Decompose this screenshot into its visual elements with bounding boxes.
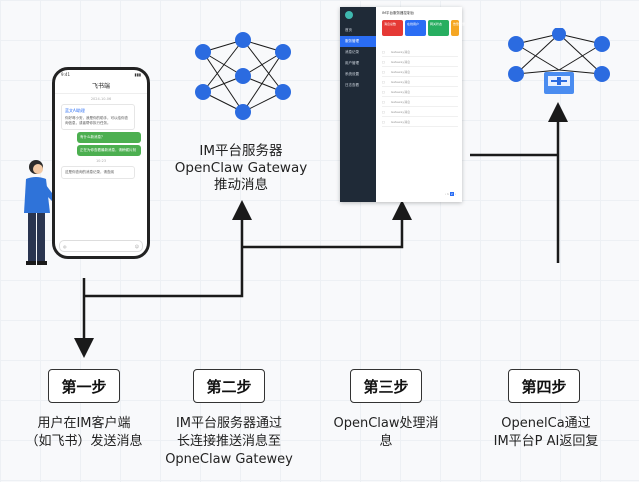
step-3-desc: OpenClaw处理消息: [333, 416, 439, 449]
phone-status-bar: 9:41 ▮▮▮: [55, 70, 147, 79]
stat-card[interactable]: 在线用户: [405, 20, 426, 36]
bot-name: 蓝文AI助理: [65, 108, 85, 113]
step-4-box: 第四步: [508, 369, 580, 403]
bot-message-text: 你好呀小安，我是你的助手，可以给你查询信息，或者帮你执行任务。: [65, 116, 128, 125]
table-row[interactable]: □Gateway消息: [382, 107, 458, 117]
bot-message: 蓝文AI助理 你好呀小安，我是你的助手，可以给你查询信息，或者帮你执行任务。: [61, 104, 135, 130]
ai-network-icon: [508, 28, 610, 94]
step-3-box: 第三步: [350, 369, 422, 403]
sidebar-item[interactable]: 消息记录: [345, 50, 359, 54]
table-row[interactable]: □Gateway消息: [382, 57, 458, 67]
chat-date: 2024-10-06: [90, 97, 112, 101]
openclaw-dashboard: 首页 服务管理 消息记录 用户管理 系统设置 日志查看 IM平台服务器控制台 消…: [340, 7, 465, 202]
chat-title: 飞书端: [55, 79, 147, 94]
sidebar-item-active[interactable]: 服务管理: [340, 36, 376, 47]
user-message: 有什么新消息？: [77, 132, 141, 143]
message-table: □Gateway消息 □Gateway消息 □Gateway消息 □Gatewa…: [382, 47, 458, 127]
stat-card[interactable]: 消息总数: [382, 20, 403, 36]
table-row[interactable]: □Gateway消息: [382, 97, 458, 107]
gateway-label: IM平台服务器 OpenClaw Gateway 推动消息: [174, 143, 308, 193]
step-2-desc: IM平台服务器通过 长连接推送消息至 OpneClaw Gatewey: [165, 416, 293, 467]
chat-input-bar[interactable]: ◎ ☺: [59, 240, 143, 252]
person-icon: [24, 160, 58, 265]
phone-mockup: 9:41 ▮▮▮ 飞书端 2024-10-06 蓝文AI助理 你好呀小安，我是你…: [52, 67, 150, 259]
arrow-to-openclaw: [242, 200, 412, 249]
user-message-2: 正在为你查看最新消息，请稍候片刻: [77, 145, 141, 156]
sidebar-item[interactable]: 日志查看: [345, 83, 359, 87]
neural-network-icon: [195, 32, 291, 120]
sidebar-item[interactable]: 首页: [345, 28, 352, 32]
stat-card[interactable]: 网关状态: [428, 20, 449, 36]
table-row[interactable]: □Gateway消息: [382, 77, 458, 87]
logo-icon: [345, 11, 353, 19]
bot-reply: 这是你查询的消息记录，请查阅: [61, 166, 135, 179]
sidebar-item[interactable]: 用户管理: [345, 61, 359, 65]
pagination[interactable]: ‹ 1 2 ›: [444, 192, 456, 196]
table-row[interactable]: □Gateway消息: [382, 117, 458, 127]
table-row[interactable]: □Gateway消息: [382, 47, 458, 57]
phone-time: 9:41: [61, 72, 70, 77]
dashboard-sidebar: 首页 服务管理 消息记录 用户管理 系统设置 日志查看: [340, 7, 376, 202]
voice-icon[interactable]: ◎: [63, 243, 67, 249]
step-4-desc: OpenelCa通过 IM平台P AI返回复: [493, 416, 599, 449]
arrow-to-gateway: [84, 200, 252, 298]
emoji-icon[interactable]: ☺: [134, 243, 139, 249]
stat-card[interactable]: 告警数量: [451, 20, 465, 36]
step-1-desc: 用户在IM客户端 （如飞书）发送消息: [25, 416, 143, 449]
stat-cards: 消息总数在线用户网关状态告警数量: [382, 20, 465, 39]
step-1-box: 第一步: [48, 369, 120, 403]
step-2-box: 第二步: [193, 369, 265, 403]
sidebar-item[interactable]: 系统设置: [345, 72, 359, 76]
dashboard-main: IM平台服务器控制台 消息总数在线用户网关状态告警数量 □Gateway消息 □…: [378, 7, 465, 202]
dashboard-title: IM平台服务器控制台: [382, 11, 415, 15]
chat-time: 10:23: [95, 159, 107, 163]
table-row[interactable]: □Gateway消息: [382, 87, 458, 97]
table-row[interactable]: □Gateway消息: [382, 67, 458, 77]
signal-icon: ▮▮▮: [134, 72, 141, 77]
